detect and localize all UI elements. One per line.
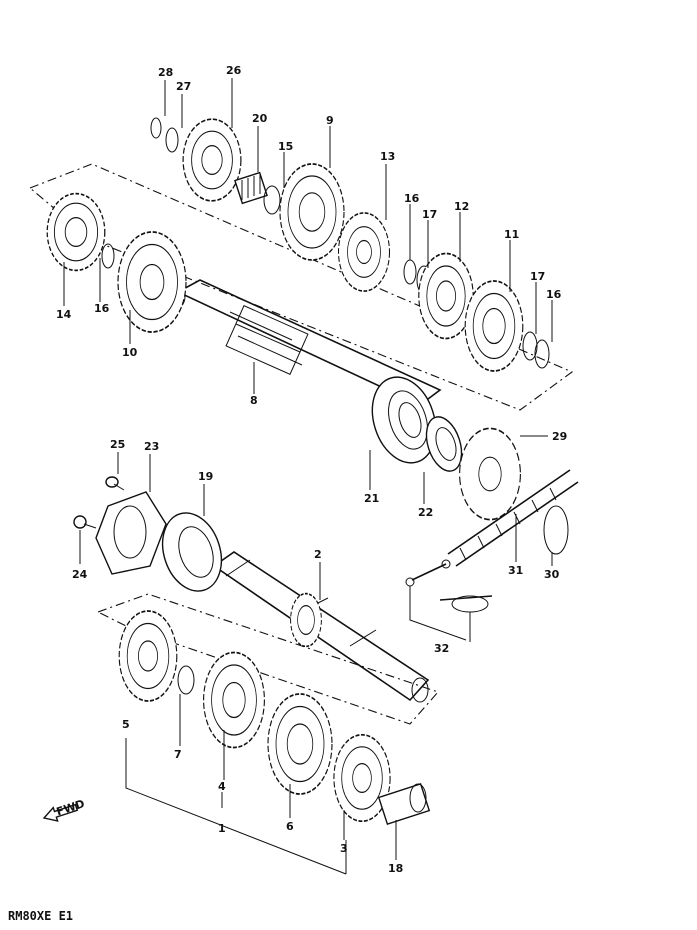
gear-9 <box>279 163 345 261</box>
washer-15 <box>263 185 281 215</box>
screw-24 <box>73 515 97 529</box>
callout-2: 2 <box>314 548 322 561</box>
callout-8: 8 <box>250 394 258 407</box>
callout-11: 11 <box>504 228 519 241</box>
callout-16-left: 16 <box>94 302 110 315</box>
callout-16-right: 16 <box>546 288 562 301</box>
fwd-label: FWD <box>55 797 86 818</box>
callout-27: 27 <box>176 80 191 93</box>
gear-13 <box>337 212 391 292</box>
gear-3 <box>333 733 391 823</box>
bearing-19 <box>161 512 223 592</box>
callout-4: 4 <box>218 780 226 793</box>
oil-seal-22 <box>425 416 463 472</box>
gear-5 <box>118 610 178 702</box>
gear-12 <box>418 252 474 340</box>
callout-9: 9 <box>326 114 334 127</box>
driveshaft-group <box>73 476 439 875</box>
callout-13: 13 <box>380 150 395 163</box>
callout-28: 28 <box>158 66 173 79</box>
group-boundary-lower <box>97 593 439 725</box>
callout-26: 26 <box>226 64 242 77</box>
callout-31: 31 <box>508 564 523 577</box>
drive-chain-31 <box>447 469 579 567</box>
bearing-retainer-23 <box>95 491 167 575</box>
gear-6 <box>267 693 333 795</box>
sprocket-29 <box>459 427 521 521</box>
gear-11 <box>464 280 524 372</box>
callout-24: 24 <box>72 568 88 581</box>
callout-17-mid: 17 <box>422 208 437 221</box>
needle-bearing-20 <box>234 171 268 205</box>
countershaft-group <box>29 117 574 472</box>
gear-26 <box>182 118 242 202</box>
screw-25 <box>105 476 125 491</box>
clip-7 <box>177 665 195 695</box>
leader-lines <box>63 78 553 860</box>
callout-19: 19 <box>198 470 213 483</box>
diagram-reference-code: RM80XE E1 <box>8 909 73 923</box>
callout-29: 29 <box>552 430 567 443</box>
callouts: 28 27 26 20 15 9 13 16 17 12 11 17 16 14… <box>56 64 567 875</box>
washer-17-right <box>522 331 538 361</box>
callout-20: 20 <box>252 112 268 125</box>
bearing-21 <box>371 376 437 464</box>
callout-16-mid: 16 <box>404 192 420 205</box>
callout-7: 7 <box>174 748 182 761</box>
callout-3: 3 <box>340 842 348 855</box>
bushing-18 <box>377 783 431 825</box>
forward-arrow-icon: FWD <box>42 797 86 822</box>
circlip-16-right <box>534 339 550 369</box>
circlip-16-left <box>101 243 115 269</box>
callout-1: 1 <box>218 822 226 835</box>
callout-32: 32 <box>434 642 449 655</box>
callout-17-right: 17 <box>530 270 545 283</box>
clip-30 <box>543 505 569 555</box>
callout-14: 14 <box>56 308 72 321</box>
circlip-28 <box>150 117 162 139</box>
countershaft <box>174 279 442 406</box>
washer-27 <box>165 127 179 153</box>
callout-23: 23 <box>144 440 159 453</box>
callout-18: 18 <box>388 862 403 875</box>
chain-joint-32 <box>405 559 493 642</box>
drive-sprocket-group <box>405 427 579 642</box>
callout-15: 15 <box>278 140 293 153</box>
callout-5: 5 <box>122 718 130 731</box>
callout-21: 21 <box>364 492 379 505</box>
callout-22: 22 <box>418 506 433 519</box>
callout-12: 12 <box>454 200 469 213</box>
callout-10: 10 <box>122 346 138 359</box>
callout-30: 30 <box>544 568 560 581</box>
circlip-16-mid <box>403 259 417 285</box>
gear-4 <box>203 651 265 749</box>
gear-14 <box>46 192 106 272</box>
gear-2 <box>290 592 322 648</box>
callout-6: 6 <box>286 820 294 833</box>
gear-10 <box>117 231 187 333</box>
callout-25: 25 <box>110 438 125 451</box>
assembly-bracket-1 <box>125 738 347 875</box>
